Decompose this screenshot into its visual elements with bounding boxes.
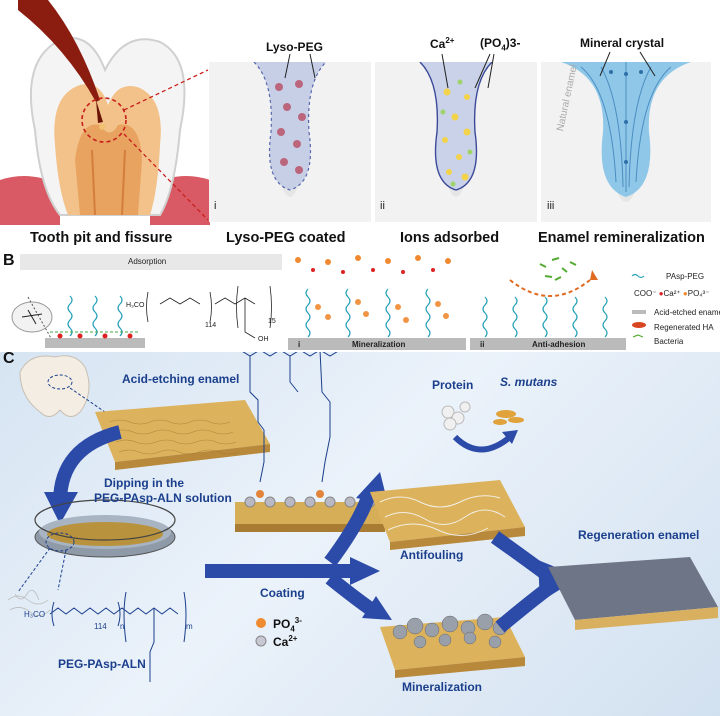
legend-icons [631, 273, 646, 338]
antifouling-label: Antifouling [400, 548, 464, 562]
adsorption-header [20, 254, 282, 270]
legend-pasp-peg: PAsp-PEG [666, 272, 705, 281]
mineralization-label: Mineralization [352, 340, 406, 349]
peg-pasp-aln-label: PEG-PAsp-ALN [58, 657, 146, 671]
formula-15: 15 [268, 318, 276, 325]
formula-h3co-c: H₃CO [24, 610, 46, 619]
formula-h3co: H₃CO [126, 302, 145, 309]
dipping-line-2: PEG-PAsp-ALN solution [94, 491, 232, 505]
po4-ion-label: (PO4)3- [480, 36, 521, 53]
dipping-line-1: Dipping in the [104, 476, 184, 490]
legend-regen-ha: Regenerated HA [654, 323, 714, 332]
po4-legend-label: PO43- [273, 616, 302, 634]
s-mutans-label: S. mutans [500, 375, 558, 389]
legend-coo-ca-po4: COO⁻ ●Ca²⁺ ●PO₄³⁻ [634, 289, 710, 298]
legend-acid-etched: Acid-etched enamel [654, 308, 720, 317]
caption-tooth-pit: Tooth pit and fissure [30, 230, 173, 246]
acid-etching-label: Acid-etching enamel [122, 372, 240, 386]
formula-n: n [120, 622, 125, 631]
crystal-arrows [599, 51, 656, 77]
roman-ii: ii [380, 200, 385, 212]
tooth-illustration [0, 0, 210, 225]
anti-adhesion-diagram [470, 257, 626, 350]
formula-m: m [186, 622, 193, 631]
lyso-peg-arrows [284, 53, 316, 79]
ca-legend-label: Ca2+ [273, 634, 298, 649]
coating-label: Coating [260, 586, 305, 600]
panel-c-label: C [3, 350, 15, 367]
fissure-panel-iii [541, 62, 711, 222]
panel-c-graphics [7, 352, 718, 682]
regeneration-label: Regeneration enamel [578, 528, 700, 542]
adsorption-label: Adsorption [128, 257, 167, 266]
formula-114-c: 114 [94, 622, 107, 631]
roman-iii: iii [547, 200, 555, 212]
anti-adhesion-roman: ii [480, 340, 485, 349]
legend-coo: COO⁻ [634, 289, 657, 298]
protein-label: Protein [432, 378, 474, 392]
legend-bacteria: Bacteria [654, 337, 684, 346]
lyso-peg-label: Lyso-PEG [266, 40, 323, 54]
fissure-panel-ii [375, 62, 537, 222]
roman-i: i [214, 200, 217, 212]
formula-oh: OH [258, 336, 269, 343]
caption-ions-adsorbed: Ions adsorbed [400, 230, 500, 246]
anti-adhesion-label: Anti-adhesion [532, 340, 586, 349]
mineralization-roman: i [298, 340, 301, 349]
legend-po4: PO₄³⁻ [687, 289, 710, 298]
ions-arrows [441, 53, 495, 89]
panel-b-label: B [3, 252, 15, 269]
mineralization-diagram [288, 255, 466, 350]
legend-ca: Ca²⁺ [663, 289, 681, 298]
caption-enamel-remineralization: Enamel remineralization [538, 230, 705, 246]
formula-114: 114 [205, 322, 217, 329]
mineralization-label-c: Mineralization [402, 680, 483, 694]
ca-ion-label: Ca2+ [430, 36, 455, 51]
adsorption-diagram [11, 285, 272, 348]
mineral-crystal-label: Mineral crystal [580, 36, 665, 50]
fissure-panel-i [209, 62, 371, 222]
caption-lyso-peg-coated: Lyso-PEG coated [226, 230, 346, 246]
